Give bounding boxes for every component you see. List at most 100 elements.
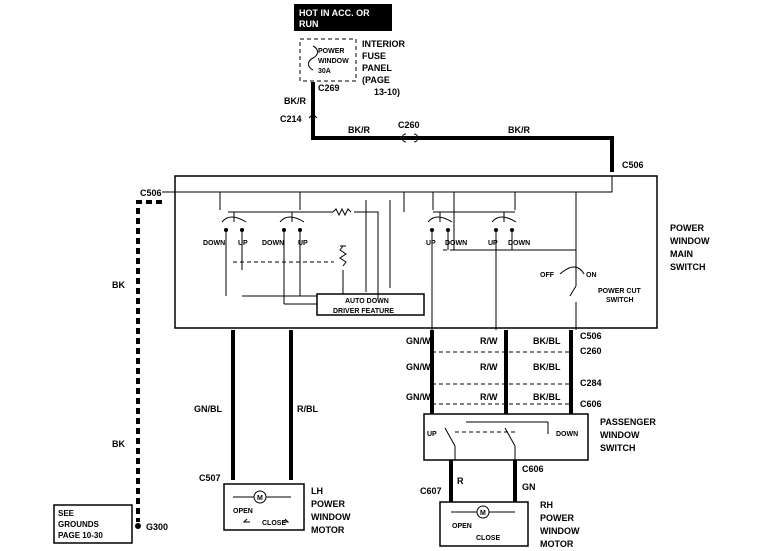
fuse-symbol [308,45,318,71]
c214-connector [308,113,318,119]
fuse-panel-label-5: 13-10) [374,87,400,97]
power-cut-switch [569,192,577,330]
fuse-label-2: WINDOW [318,58,349,65]
c506-top-label: C506 [622,160,644,170]
pass-switch-2 [491,212,517,330]
internal-bus-drops [219,192,516,212]
power-cut-label-1: POWER CUT [598,288,642,295]
fuse-panel-label-4: (PAGE [362,75,390,85]
hot-in-line1: HOT IN ACC. OR [299,8,370,18]
fuse-label-3: 30A [318,68,331,75]
rh-open-label: OPEN [452,523,472,530]
power-cut-label-2: SWITCH [606,297,634,304]
pass-label-2: WINDOW [600,430,640,440]
switch-linkage [233,249,513,263]
rw-2-label: R/W [480,362,498,372]
c260-right-label: C260 [580,346,602,356]
lh-motor-m: M [257,495,263,502]
resistor [332,207,352,217]
bkr-mid-label: BK/R [348,125,370,135]
resistor-out [354,211,379,300]
c260-top-label: C260 [398,120,420,130]
fuse-label-1: POWER [318,48,344,55]
cut-arc [559,266,585,275]
bkbl-2-label: BK/BL [533,362,561,372]
hot-in-line2: RUN [299,19,319,29]
lh-open-label: OPEN [233,508,253,515]
down2-label: DOWN [262,240,284,247]
bkbl-1-label: BK/BL [533,336,561,346]
hot-in-header [294,4,392,31]
up4-label: UP [488,240,498,247]
driver-switch-1 [221,212,247,296]
ground-symbol [135,523,141,529]
pass-switch-contacts [444,421,549,460]
lh-motor-wires [231,330,293,480]
pass-label-1: PASSENGER [600,417,656,427]
down4-label: DOWN [508,240,530,247]
bkr-vert-label: BK/R [284,96,306,106]
fuse-panel-label-3: PANEL [362,63,392,73]
harness-connectors [432,351,571,405]
on-label: ON [586,272,597,279]
rh-label-4: MOTOR [540,539,574,549]
down1-label: DOWN [203,240,225,247]
main-switch-label-3: MAIN [670,249,693,259]
auto-down-label-1: AUTO DOWN [345,298,389,305]
g300-label: G300 [146,522,168,532]
rh-label-2: POWER [540,513,575,523]
see-grounds-1: SEE [58,509,75,518]
lh-close-label: CLOSE [262,520,286,527]
lh-motor-box [223,483,305,531]
gnbl-label: GN/BL [194,404,223,414]
rh-motor-m: M [480,510,486,517]
rw-1-label: R/W [480,336,498,346]
auto-down-coil [339,245,347,267]
driver-leads [365,200,391,292]
lh-label-3: WINDOW [311,512,351,522]
c607-label: C607 [420,486,442,496]
see-grounds-3: PAGE 10-30 [58,531,103,540]
lh-label-2: POWER [311,499,346,509]
internal-feed [162,176,613,193]
down3-label: DOWN [445,240,467,247]
fuse-panel-label-1: INTERIOR [362,39,406,49]
rh-label-3: WINDOW [540,526,580,536]
c284-label: C284 [580,378,602,388]
auto-down-inputs [242,295,317,305]
bk-lower-label: BK [112,439,125,449]
up1-label: UP [238,240,248,247]
pass-switch-1 [427,212,453,330]
c214-label: C214 [280,114,302,124]
bkr-right-label: BK/R [508,125,530,135]
pass-label-3: SWITCH [600,443,636,453]
c606-right-label: C606 [580,399,602,409]
pass-harness-wires [430,330,573,414]
auto-down-label-2: DRIVER FEATURE [333,308,394,315]
pass-down-label: DOWN [556,431,578,438]
pass-feed [453,212,576,251]
c506-right-label: C506 [580,331,602,341]
bk-upper-label: BK [112,280,125,290]
main-switch-label-4: SWITCH [670,262,706,272]
bkr-supply-wire [311,82,614,172]
r-label: R [457,476,464,486]
rw-3-label: R/W [480,392,498,402]
c269-label: C269 [318,83,340,93]
main-switch-box [174,175,658,329]
gnw-2-label: GN/W [406,362,431,372]
up3-label: UP [426,240,436,247]
c260-top-connector [401,133,419,143]
rh-motor-box [439,501,529,547]
lh-label-1: LH [311,486,323,496]
c606-pass-label: C606 [522,464,544,474]
up2-label: UP [298,240,308,247]
lh-arrows [242,518,290,523]
bk-ground-wire [136,200,162,522]
fuse-panel-label-2: FUSE [362,51,386,61]
rbl-label: R/BL [297,404,318,414]
see-grounds-box [53,504,133,544]
see-grounds-2: GROUNDS [58,520,100,529]
rh-close-label: CLOSE [476,535,500,542]
